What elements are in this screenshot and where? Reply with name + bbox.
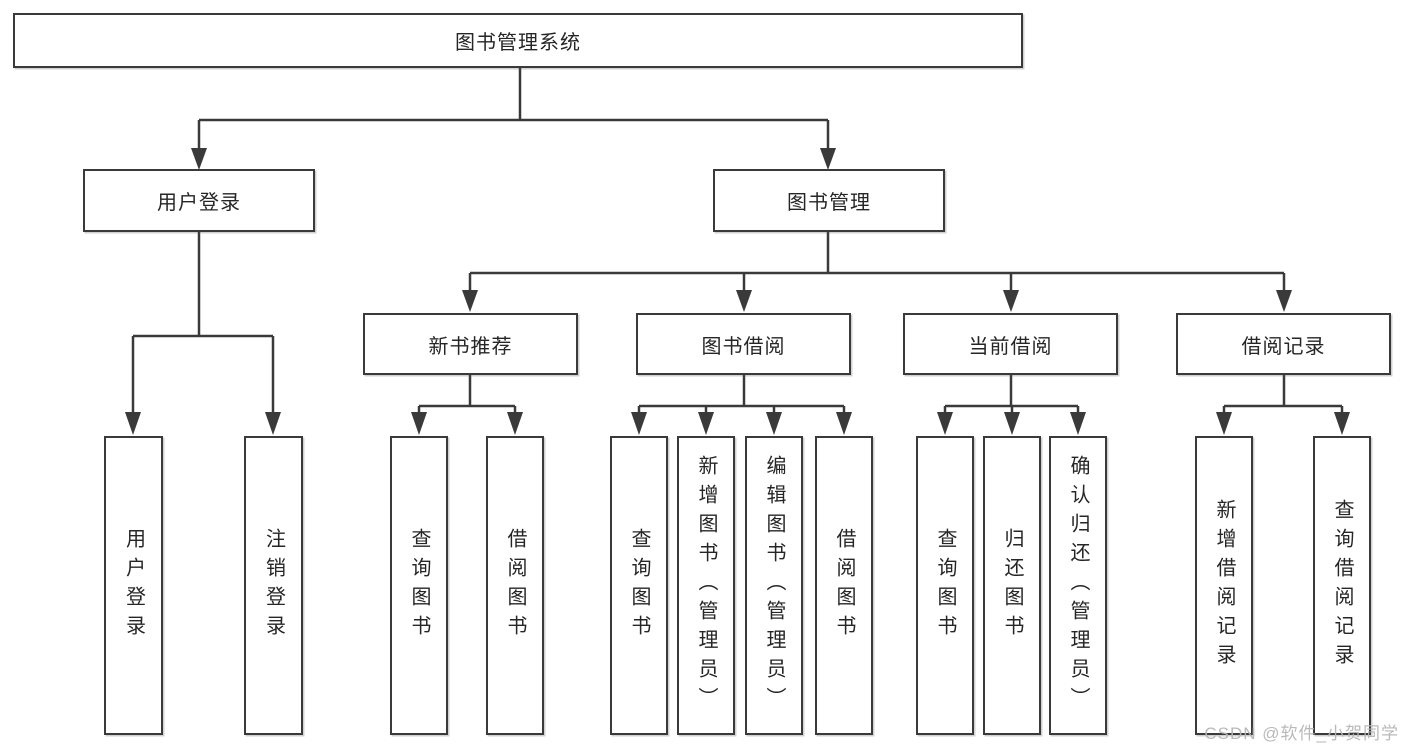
leaf-user-login: 用户登录 bbox=[104, 436, 163, 735]
leaf-cb-confirm-return-admin: 确认归还（管理员） bbox=[1049, 436, 1107, 735]
node-user-login: 用户登录 bbox=[83, 169, 315, 232]
connector-book-management-to-level3 bbox=[462, 232, 1292, 312]
node-current-borrow: 当前借阅 bbox=[903, 313, 1118, 375]
node-new-book-recommend: 新书推荐 bbox=[363, 313, 578, 375]
node-book-borrow: 图书借阅 bbox=[636, 313, 851, 375]
node-book-management: 图书管理 bbox=[713, 169, 945, 232]
connector-new-book-recommend-to-leaves bbox=[411, 375, 523, 435]
node-user-login-label: 用户登录 bbox=[157, 192, 241, 214]
connector-current-borrow-to-leaves bbox=[937, 375, 1086, 435]
leaf-br-add-record: 新增借阅记录 bbox=[1195, 436, 1253, 735]
leaf-logout-login-label: 注销登录 bbox=[262, 527, 285, 644]
node-borrow-record: 借阅记录 bbox=[1176, 313, 1391, 375]
leaf-br-query-record-label: 查询借阅记录 bbox=[1331, 498, 1353, 673]
leaf-bb-edit-book-admin: 编辑图书（管理员） bbox=[745, 436, 803, 735]
leaf-bb-add-book-admin-label: 新增图书（管理员） bbox=[695, 455, 717, 716]
leaf-nbr-borrow-book-label: 借阅图书 bbox=[504, 527, 526, 644]
node-root-label: 图书管理系统 bbox=[455, 32, 581, 54]
leaf-user-login-label: 用户登录 bbox=[122, 527, 145, 644]
node-book-management-label: 图书管理 bbox=[787, 192, 871, 214]
connector-root-to-level2 bbox=[191, 66, 836, 170]
leaf-cb-query-book-label: 查询图书 bbox=[934, 527, 956, 644]
connector-borrow-record-to-leaves bbox=[1216, 375, 1350, 435]
node-new-book-recommend-label: 新书推荐 bbox=[428, 335, 513, 358]
connector-book-borrow-to-leaves bbox=[631, 375, 852, 435]
leaf-nbr-query-book: 查询图书 bbox=[390, 436, 448, 735]
leaf-logout-login: 注销登录 bbox=[244, 436, 303, 735]
leaf-nbr-borrow-book: 借阅图书 bbox=[486, 436, 544, 735]
leaf-nbr-query-book-label: 查询图书 bbox=[408, 527, 430, 644]
leaf-bb-borrow-book-label: 借阅图书 bbox=[833, 527, 855, 644]
leaf-bb-edit-book-admin-label: 编辑图书（管理员） bbox=[763, 455, 785, 716]
leaf-bb-query-book: 查询图书 bbox=[610, 436, 668, 735]
leaf-bb-borrow-book: 借阅图书 bbox=[815, 436, 873, 735]
leaf-bb-add-book-admin: 新增图书（管理员） bbox=[677, 436, 735, 735]
leaf-cb-return-book-label: 归还图书 bbox=[1001, 527, 1023, 644]
connector-user-login-to-leaves bbox=[125, 232, 281, 435]
node-book-borrow-label: 图书借阅 bbox=[701, 335, 786, 358]
node-current-borrow-label: 当前借阅 bbox=[968, 335, 1053, 358]
leaf-br-query-record: 查询借阅记录 bbox=[1313, 436, 1371, 735]
node-borrow-record-label: 借阅记录 bbox=[1241, 335, 1326, 358]
leaf-cb-return-book: 归还图书 bbox=[983, 436, 1041, 735]
leaf-cb-confirm-return-admin-label: 确认归还（管理员） bbox=[1067, 455, 1089, 716]
leaf-cb-query-book: 查询图书 bbox=[916, 436, 974, 735]
watermark: CSDN @软件_小贺同学 bbox=[1204, 724, 1399, 743]
node-root: 图书管理系统 bbox=[13, 13, 1023, 68]
leaf-br-add-record-label: 新增借阅记录 bbox=[1213, 498, 1235, 673]
leaf-bb-query-book-label: 查询图书 bbox=[628, 527, 650, 644]
